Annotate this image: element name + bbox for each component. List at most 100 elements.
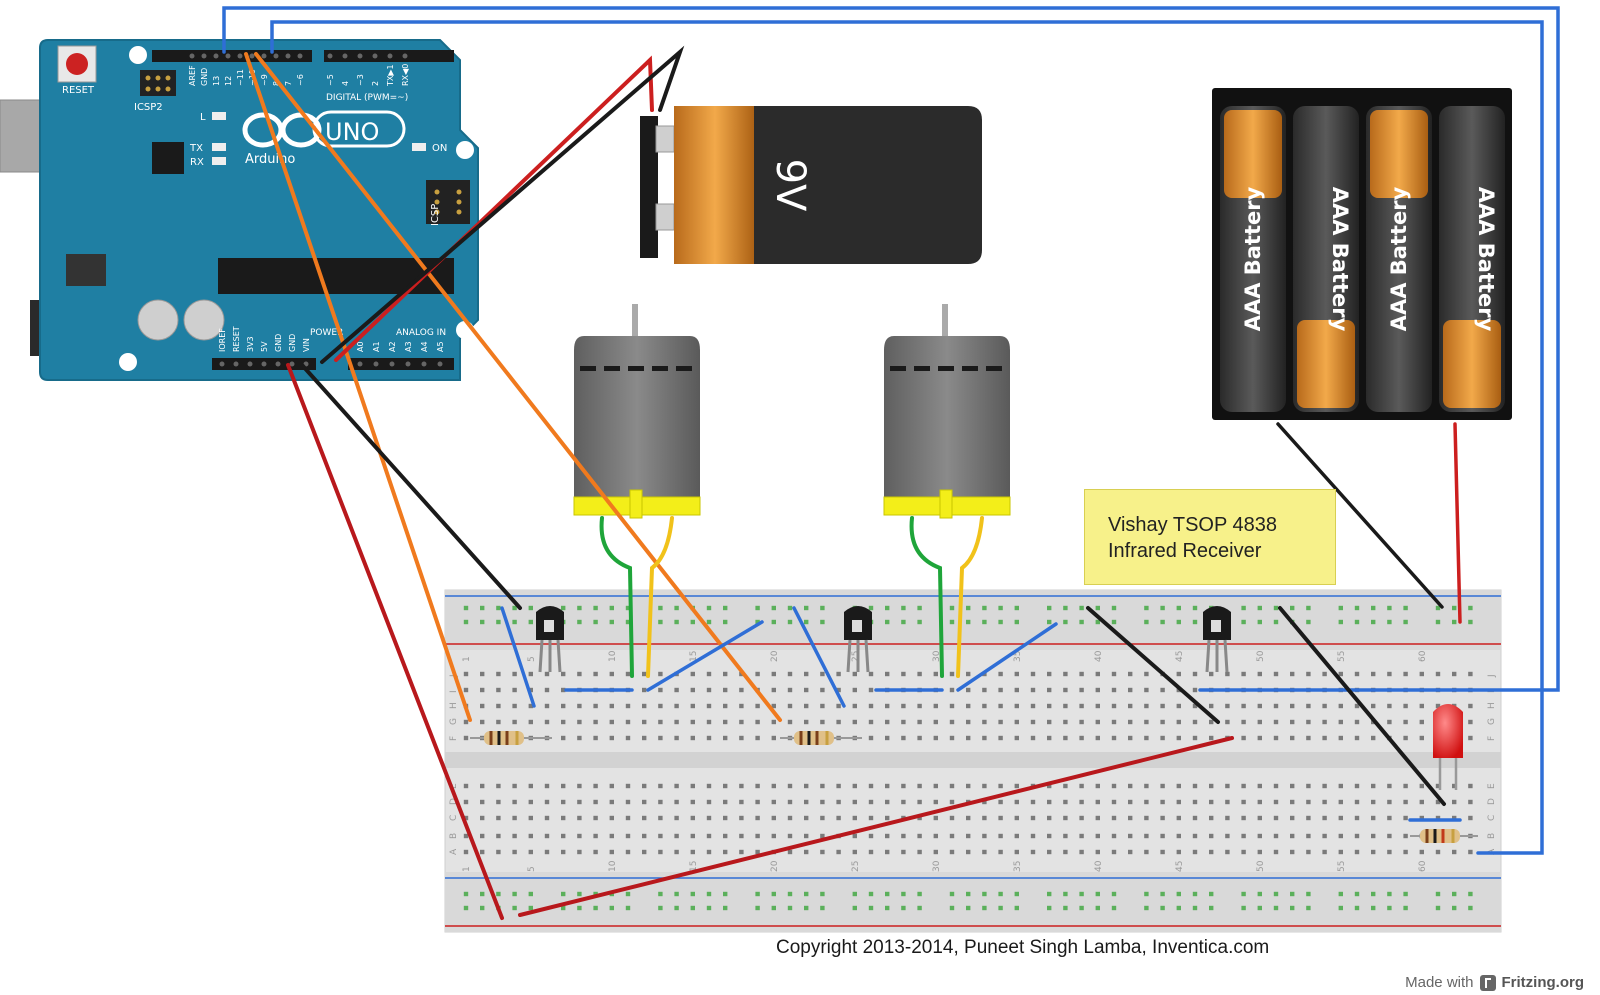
digital-pin-label: ~6 — [296, 74, 305, 86]
digital-pin-label: 2 — [371, 81, 380, 86]
blue-jumper — [792, 606, 846, 708]
breadboard-column-number: 50 — [1256, 650, 1266, 662]
reset-button-cap[interactable] — [66, 53, 88, 75]
breadboard-column-number: 35 — [1013, 651, 1023, 662]
analog-pin-label: A5 — [436, 341, 445, 352]
digital-pin-label: 4 — [341, 81, 350, 86]
breadboard-column-number: 25 — [851, 861, 861, 872]
ir-receiver-note: Vishay TSOP 4838 Infrared Receiver — [1084, 489, 1336, 585]
breadboard-column-number: 20 — [770, 650, 780, 662]
note-line-1: Vishay TSOP 4838 — [1108, 514, 1278, 536]
analog-pin-label: A0 — [356, 341, 365, 352]
breadboard-row-letter: H — [449, 702, 459, 709]
breadboard-column-number: 30 — [932, 650, 942, 662]
breadboard-column-number: 60 — [1418, 860, 1428, 872]
blue-jumper — [500, 606, 536, 708]
black-wire-led — [1278, 606, 1446, 806]
breadboard-column-number: 10 — [608, 860, 618, 872]
breadboard-row-letter: H — [1487, 702, 1497, 709]
aaa-battery-cell: AAA Battery — [1220, 106, 1286, 412]
breadboard-column-number: 30 — [932, 860, 942, 872]
breadboard-column-number: 10 — [608, 650, 618, 662]
mounting-hole — [129, 46, 147, 64]
breadboard-column-number: 45 — [1175, 651, 1185, 662]
digital-label: DIGITAL (PWM=~) — [326, 93, 408, 103]
orange-wire-pin12 — [244, 52, 472, 722]
breadboard-column-number: 55 — [1337, 651, 1347, 662]
dc-motor-1 — [573, 304, 701, 519]
arduino-uno-board: RESET ICSP2 UNO Arduino L TX RX ON ICSP — [0, 39, 479, 381]
tx-led-label: TX — [189, 143, 203, 154]
capacitor — [137, 299, 179, 341]
breadboard-column-number: 50 — [1256, 860, 1266, 872]
power-pin-label: GND — [274, 334, 283, 352]
blue-wire-pin10 — [270, 20, 1544, 855]
digital-pin-label: 7 — [284, 81, 293, 86]
on-led-label: ON — [432, 143, 447, 154]
dc-motor-2 — [883, 304, 1011, 519]
icsp2-label: ICSP2 — [134, 102, 163, 113]
on-led — [412, 143, 426, 151]
battery-9v: 9V — [640, 106, 982, 264]
usb-chip — [152, 142, 184, 174]
breadboard-column-number: 5 — [527, 656, 537, 662]
power-pin-label: VIN — [302, 338, 311, 352]
ir-receiver-tsop4838 — [1203, 606, 1231, 673]
breadboard-row-letter: J — [1487, 674, 1497, 678]
analog-pin-label: A3 — [404, 341, 413, 352]
power-pin-label: IOREF — [218, 328, 227, 352]
power-pin-label: 3V3 — [246, 336, 255, 352]
breadboard-column-number: 15 — [689, 651, 699, 662]
resistor-1 — [470, 731, 552, 745]
blue-jumper — [646, 620, 764, 692]
power-pin-label: RESET — [232, 326, 241, 352]
tx-led — [212, 143, 226, 151]
analog-pin-label: A2 — [388, 341, 397, 352]
digital-pin-label: 13 — [212, 76, 221, 86]
fritzing-brand[interactable]: Fritzing.org — [1501, 974, 1585, 991]
green-motor-wire-1 — [599, 516, 634, 678]
transistor-1 — [536, 606, 564, 673]
breadboard-row-letter: E — [1487, 783, 1497, 789]
breadboard-row-letter: I — [449, 690, 459, 693]
digital-pin-label: 8 — [272, 81, 281, 86]
breadboard-row-letter: E — [449, 783, 459, 789]
battery-9v-label: 9V — [767, 159, 813, 212]
breadboard-column-number: 25 — [851, 651, 861, 662]
breadboard-row-letter: D — [1487, 798, 1497, 805]
breadboard-row-letter: C — [449, 815, 459, 821]
transistor-2 — [844, 606, 872, 673]
copyright-text: Copyright 2013-2014, Puneet Singh Lamba,… — [776, 937, 1270, 958]
digital-pin-label: AREF — [188, 65, 197, 86]
yellow-motor-wire-1 — [646, 516, 674, 678]
rx-led-label: RX — [190, 157, 204, 168]
analog-pin-label: A1 — [372, 341, 381, 352]
breadboard-column-number: 60 — [1418, 650, 1428, 662]
resistor-2 — [780, 731, 862, 745]
breadboard-column-number: 15 — [689, 861, 699, 872]
breadboard-row-letter: G — [449, 718, 459, 725]
power-pin-label: 5V — [260, 341, 269, 352]
breadboard-column-number: 5 — [527, 866, 537, 872]
green-motor-wire-2 — [909, 516, 944, 678]
breadboard-row-letter: F — [1487, 736, 1497, 741]
fritzing-credit[interactable]: Made with Fritzing.org — [1405, 974, 1584, 991]
breadboard-row-letter: A — [449, 848, 459, 855]
l-led — [212, 112, 226, 120]
breadboard-column-number: 45 — [1175, 861, 1185, 872]
digital-pin-label: ~3 — [356, 74, 365, 86]
breadboard-column-number: 20 — [770, 860, 780, 872]
mounting-hole — [119, 353, 137, 371]
aaa-battery-label: AAA Battery — [1474, 187, 1498, 332]
breadboard-column-number: 40 — [1094, 650, 1104, 662]
analog-in-label: ANALOG IN — [396, 328, 446, 338]
breadboard-row-letter: B — [449, 833, 459, 839]
orange-wire-pin11 — [254, 52, 782, 722]
aaa-battery-label: AAA Battery — [1328, 187, 1352, 332]
breadboard-row-letter: F — [449, 736, 459, 741]
